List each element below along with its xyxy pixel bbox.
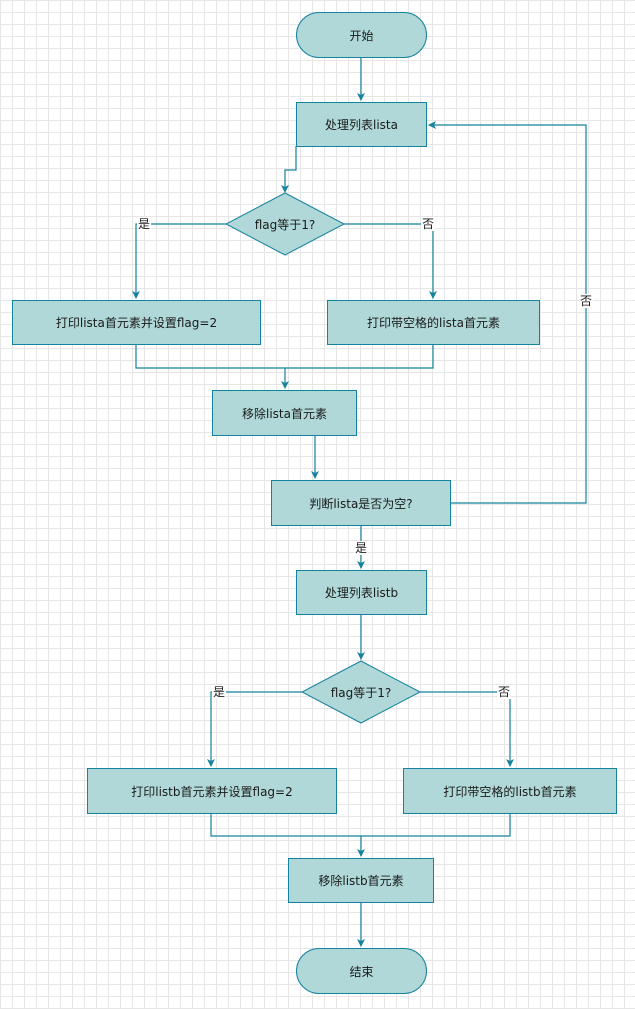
print-lista-no-node: 打印带空格的lista首元素 [327,300,540,345]
decision-b-diamond [300,660,422,724]
edge-decision-b-yes [207,691,302,767]
process-listb-node: 处理列表listb [296,570,427,615]
check-lista-empty-node: 判断lista是否为空? [271,480,451,526]
decision-b-label: flag等于1? [330,685,392,700]
edge-check-empty-no-loop [428,121,587,504]
remove-listb-node: 移除listb首元素 [288,858,434,903]
edge-label-b-no: 否 [497,685,512,699]
edge-label-a-yes: 是 [137,217,152,231]
print-listb-yes-node: 打印listb首元素并设置flag=2 [87,768,337,814]
end-node: 结束 [296,948,427,994]
remove-lista-node: 移除lista首元素 [212,390,357,436]
decision-a-diamond [224,192,346,256]
edge-label-loop-no: 否 [579,294,594,308]
edge-process-lista-to-decision-a [281,146,297,193]
edge-label-empty-yes: 是 [354,541,369,555]
decision-a-label: flag等于1? [254,217,316,232]
start-node: 开始 [296,12,427,58]
edge-label-b-yes: 是 [212,685,227,699]
print-lista-yes-node: 打印lista首元素并设置flag=2 [12,300,261,345]
edge-label-a-no: 否 [421,217,436,231]
process-lista-node: 处理列表lista [296,102,427,147]
edge-print-a-yes-merge [135,345,285,369]
print-listb-no-node: 打印带空格的listb首元素 [403,768,617,814]
edge-decision-b-no [420,691,514,767]
edge-print-b-yes-merge [210,814,361,837]
edge-decision-a-no [344,223,437,299]
edge-print-b-no-merge [361,814,511,837]
edge-decision-a-yes [132,223,226,299]
edge-print-a-no-merge [285,345,434,369]
